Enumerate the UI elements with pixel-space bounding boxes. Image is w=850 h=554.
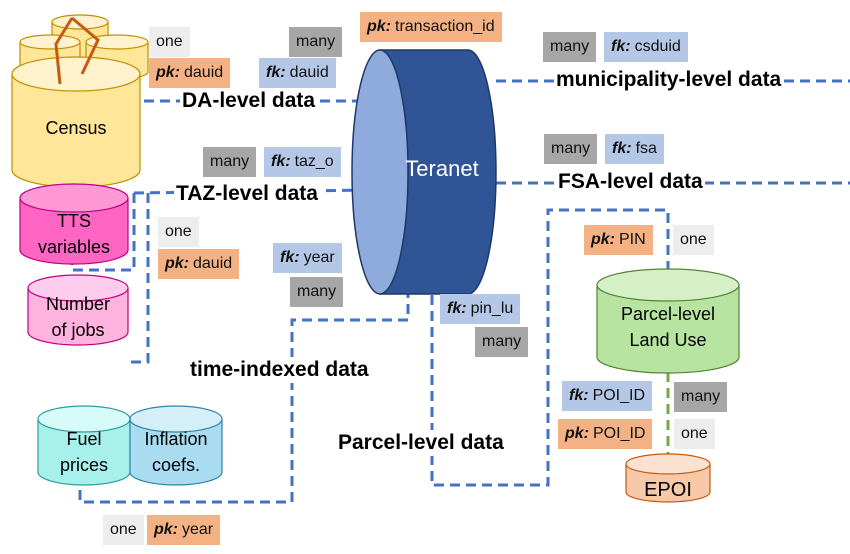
time-connector (78, 288, 410, 504)
jobs-label-line1: Number (45, 294, 111, 314)
tts-one-tag: one (158, 217, 199, 247)
epoi-pk-tag: pk:POI_ID (558, 419, 653, 449)
census-label: Census (45, 118, 107, 138)
epoi-label: EPOI (644, 479, 692, 501)
taz-many-tag: many (203, 147, 257, 177)
teranet-database[interactable] (351, 49, 497, 295)
inflation-label-line1: Inflation (144, 429, 208, 449)
fsa-fk-tag: fk:fsa (605, 134, 664, 164)
tts-label-line1: TTS (57, 211, 91, 231)
tts-label-line2: variables (37, 237, 111, 257)
inflation-label: Inflation coefs. (130, 426, 222, 478)
parcel-label: Parcel-level Land Use (598, 301, 738, 353)
time-pk-tag: pk:year (147, 515, 221, 545)
poi-fk-tag: fk:POI_ID (562, 381, 653, 411)
poi-many-tag: many (674, 382, 728, 412)
time-section-label: time-indexed data (188, 357, 371, 383)
inflation-label-line2: coefs. (151, 455, 201, 475)
fuel-label: Fuel prices (38, 426, 130, 478)
census-pk-tag: pk:dauid (149, 58, 231, 88)
jobs-label-line2: of jobs (51, 320, 105, 340)
time-fk-tag: fk:year (273, 243, 342, 273)
parcel-fk-tag: fk:pin_lu (440, 294, 521, 324)
parcel-section-label: Parcel-level data (336, 430, 506, 456)
da-section-label: DA-level data (180, 88, 318, 114)
jobs-connector (128, 193, 150, 364)
da-many-tag: many (289, 27, 343, 57)
fuel-label-line2: prices (59, 455, 108, 475)
municipality-fk-tag: fk:csduid (604, 32, 688, 62)
census-one-tag: one (149, 27, 190, 57)
parcel-many-tag: many (475, 327, 529, 357)
fsa-section-label: FSA-level data (556, 169, 705, 195)
land-use-one-tag: one (673, 225, 714, 255)
jobs-label: Number of jobs (28, 291, 128, 343)
parcel-connector (430, 208, 670, 487)
da-fk-tag: fk:dauid (259, 58, 336, 88)
teranet-label: Teranet (405, 156, 479, 181)
tts-pk-tag: pk:dauid (158, 249, 240, 279)
tts-label: TTS variables (24, 208, 124, 260)
teranet-pk-tag: pk:transaction_id (360, 12, 502, 42)
census-link-icon (54, 16, 100, 85)
municipality-section-label: municipality-level data (554, 67, 784, 93)
time-many-tag: many (290, 277, 344, 307)
parcel-label-line2: Land Use (629, 330, 707, 350)
tts-database[interactable] (19, 183, 129, 265)
fuel-database[interactable] (37, 405, 131, 486)
jobs-database[interactable] (27, 274, 129, 346)
inflation-database[interactable] (129, 405, 223, 486)
time-one-tag: one (103, 515, 144, 545)
epoi-one-tag: one (674, 419, 715, 449)
epoi-database[interactable] (625, 453, 711, 503)
fuel-label-line1: Fuel (66, 429, 102, 449)
parcel-label-line1: Parcel-level (620, 304, 716, 324)
municipality-many-tag: many (543, 32, 597, 62)
taz-fk-tag: fk:taz_o (264, 147, 341, 177)
land-use-pk-tag: pk:PIN (584, 225, 653, 255)
parcel-database[interactable] (596, 268, 740, 374)
census-database[interactable] (11, 14, 149, 188)
taz-section-label: TAZ-level data (174, 181, 320, 207)
fsa-many-tag: many (544, 134, 598, 164)
